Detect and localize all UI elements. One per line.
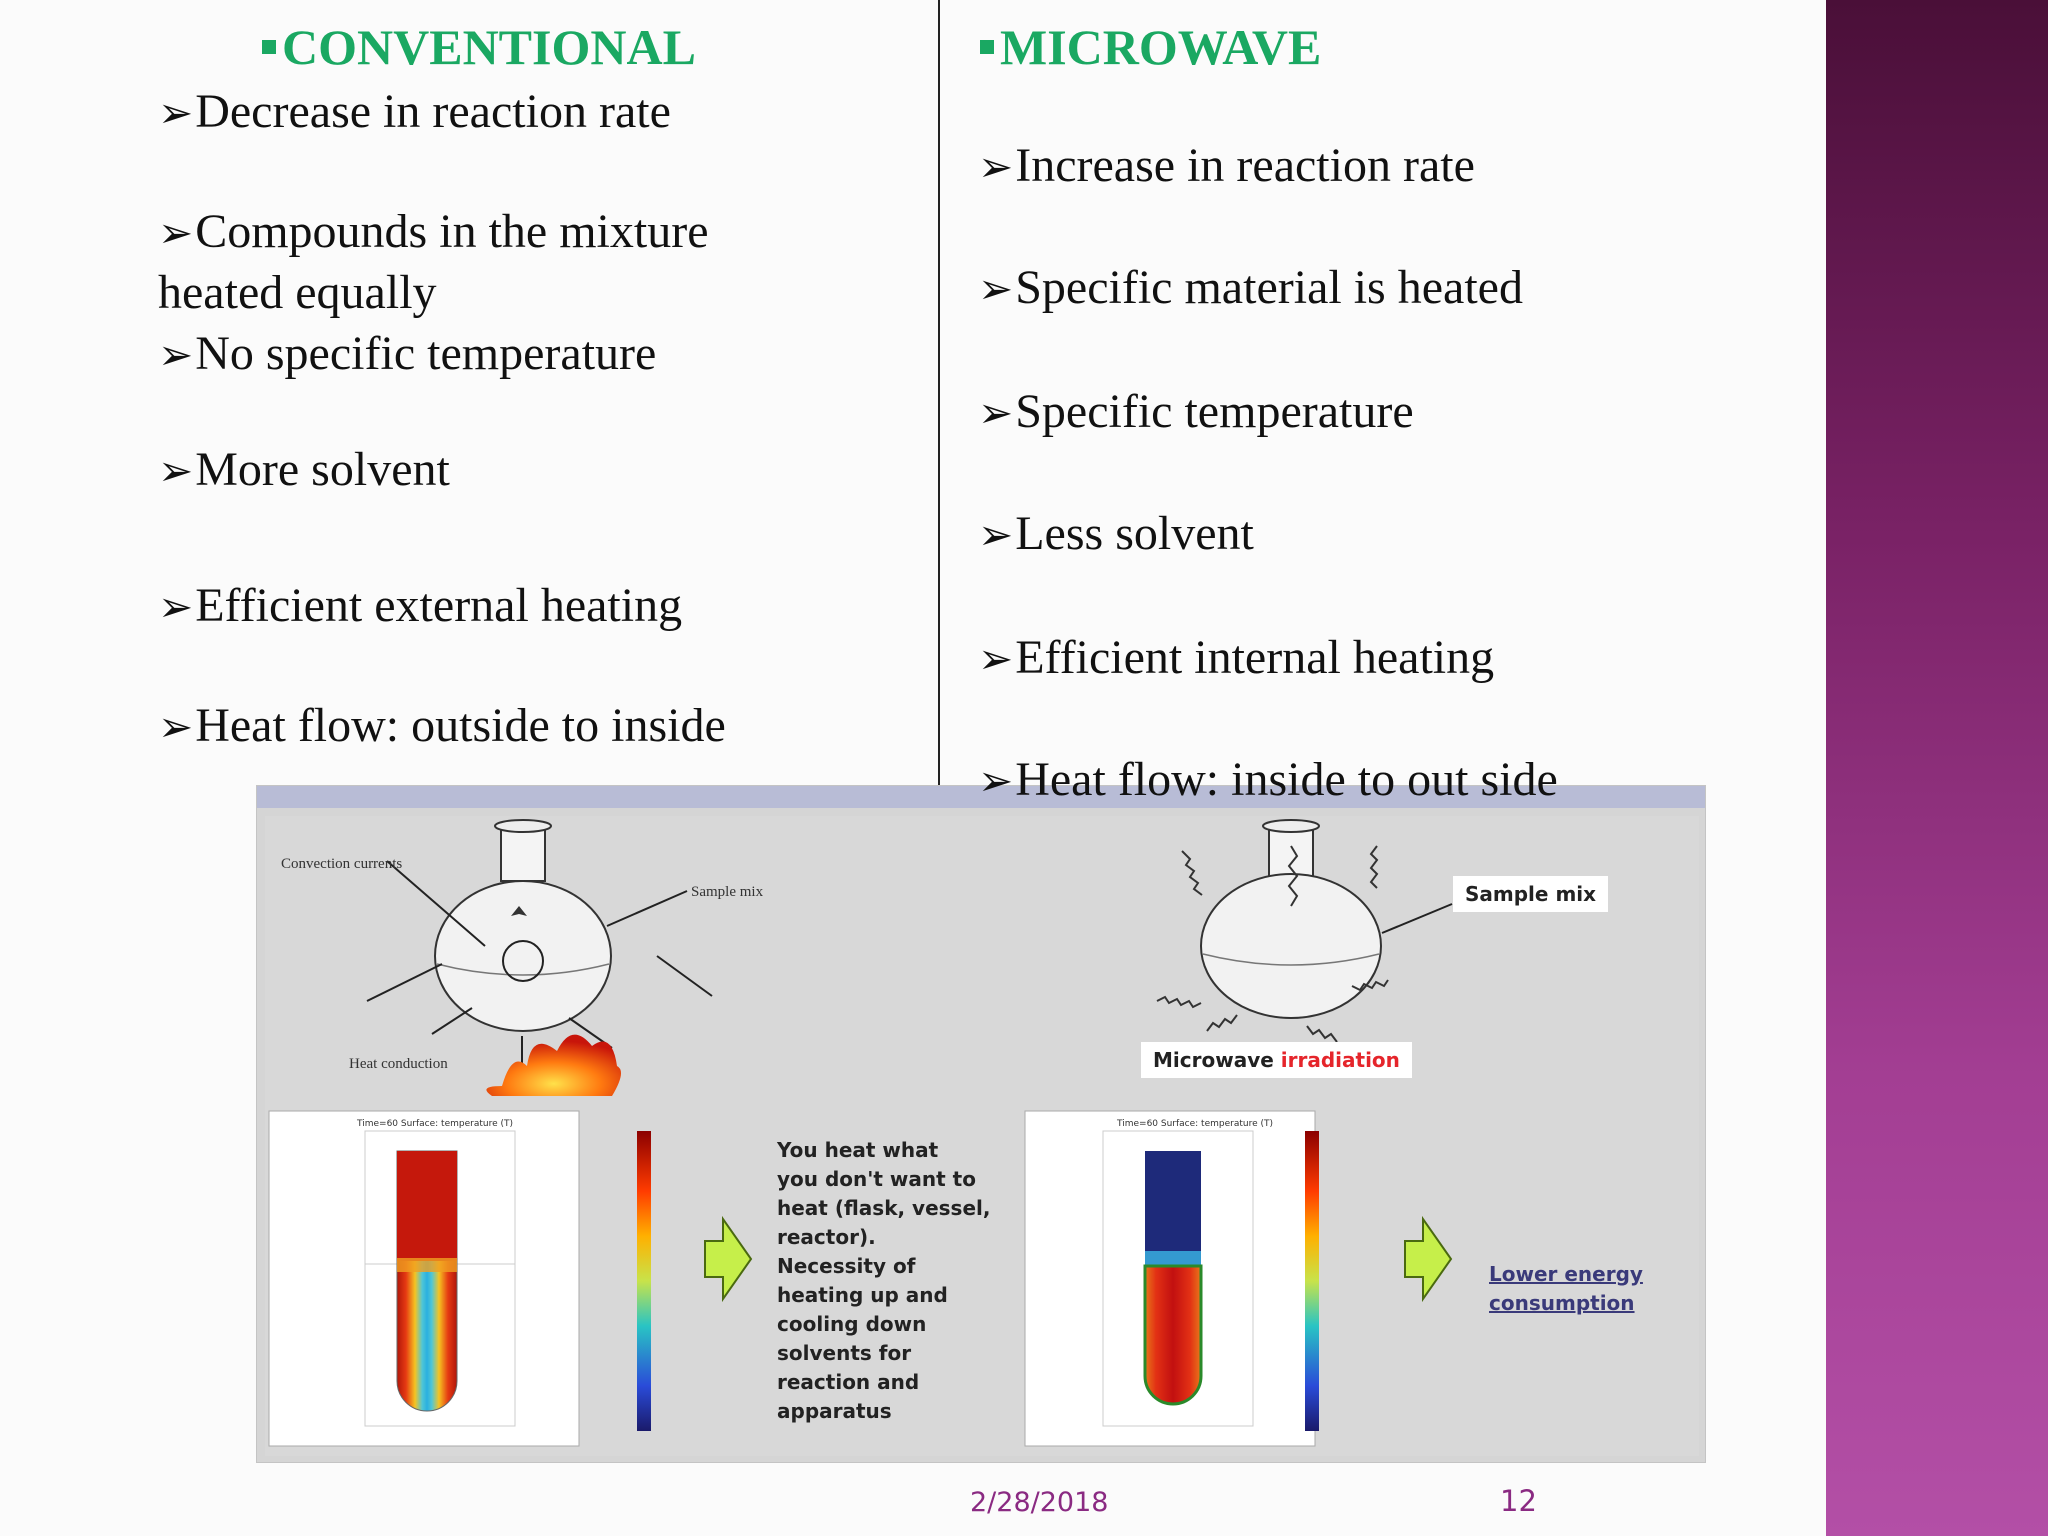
microwave-irradiation-label: Microwave irradiation: [1141, 1042, 1412, 1078]
note-line: You heat what: [777, 1138, 939, 1162]
note-text: You heat what you don't want to heat (fl…: [777, 1136, 1027, 1426]
arrow-bullet-icon: ➢: [978, 634, 1014, 683]
right-bullet-6-text: Heat flow: inside to out side: [1015, 753, 1558, 806]
heading-microwave: MICROWAVE: [980, 22, 1321, 72]
conventional-sample-label: Sample mix: [691, 884, 764, 900]
plot-right: Time=60 Surface: temperature (T): [1024, 1110, 1319, 1447]
decorative-side-band: [1826, 0, 2048, 1536]
right-bullet-6: ➢Heat flow: inside to out side: [978, 750, 1558, 811]
square-bullet-icon: [262, 40, 276, 54]
colorbar-right: [1305, 1131, 1319, 1431]
column-divider: [938, 0, 940, 785]
microwave-tube-bottom: [1143, 1264, 1203, 1406]
arrow-bullet-icon: ➢: [978, 756, 1014, 805]
right-bullet-1: ➢Increase in reaction rate: [978, 136, 1475, 197]
note-line: apparatus: [777, 1399, 892, 1423]
note-line: solvents for: [777, 1341, 912, 1365]
heading-conventional-text: CONVENTIONAL: [282, 19, 696, 75]
left-bullet-6: ➢Heat flow: outside to inside: [158, 696, 726, 757]
figure-drawing: Time=60 Surface: temperature (T) Time=60…: [265, 816, 1699, 1456]
arrow-bullet-icon: ➢: [158, 702, 194, 751]
arrow-bullet-icon: ➢: [158, 582, 194, 631]
note-line: you don't want to: [777, 1167, 976, 1191]
left-bullet-1: ➢Decrease in reaction rate: [158, 82, 671, 143]
left-bullet-5: ➢Efficient external heating: [158, 576, 682, 637]
microwave-sample-label: Sample mix: [1453, 876, 1609, 912]
arrow-bullet-icon: ➢: [978, 264, 1014, 313]
lower-energy-label: Lower energy consumption: [1489, 1262, 1643, 1315]
arrow-bullet-icon: ➢: [978, 510, 1014, 559]
square-bullet-icon: [980, 40, 994, 54]
right-bullet-5-text: Efficient internal heating: [1015, 631, 1495, 684]
microwave-flask-icon: [1200, 819, 1382, 1019]
note-line: heat (flask, vessel,: [777, 1196, 991, 1220]
right-bullet-1-text: Increase in reaction rate: [1015, 139, 1475, 192]
convection-label: Convection currents: [281, 856, 403, 872]
note-line: heating up and: [777, 1283, 948, 1307]
conventional-flask-icon: [434, 819, 612, 1032]
colorbar-left: [637, 1131, 651, 1431]
slide-number: 12: [1500, 1484, 1537, 1518]
figure-top-bar: [257, 786, 1705, 808]
arrow-bullet-icon: ➢: [158, 446, 194, 495]
arrow-bullet-icon: ➢: [978, 388, 1014, 437]
heading-conventional: CONVENTIONAL: [262, 22, 696, 72]
plot-right-title: Time=60 Surface: temperature (T): [1116, 1119, 1273, 1129]
plot-left-title: Time=60 Surface: temperature (T): [356, 1119, 513, 1129]
note-line: reaction and: [777, 1370, 920, 1394]
right-bullet-3: ➢Specific temperature: [978, 382, 1414, 443]
left-bullet-2: ➢Compounds in the mixture heated equally: [158, 202, 709, 323]
flame-icon: [486, 1034, 621, 1096]
arrow-bullet-icon: ➢: [978, 142, 1014, 191]
right-bullet-2: ➢Specific material is heated: [978, 258, 1523, 319]
right-bullet-4: ➢Less solvent: [978, 504, 1254, 565]
note-line: reactor).: [777, 1225, 876, 1249]
left-bullet-4-text: More solvent: [195, 443, 450, 496]
microwave-tube-top: [1145, 1151, 1201, 1266]
left-bullet-4: ➢More solvent: [158, 440, 450, 501]
heat-conduction-label: Heat conduction: [349, 1056, 448, 1072]
right-bullet-5: ➢Efficient internal heating: [978, 628, 1494, 689]
heating-comparison-figure: Time=60 Surface: temperature (T) Time=60…: [256, 785, 1706, 1463]
irradiation-word-1: Microwave: [1153, 1048, 1274, 1072]
microwave-wave-lines: [1156, 845, 1389, 1043]
left-bullet-5-text: Efficient external heating: [195, 579, 683, 632]
right-arrow-icon: [1404, 1215, 1453, 1303]
left-bullet-3-text: No specific temperature: [195, 327, 657, 380]
left-bullet-3: ➢No specific temperature: [158, 324, 656, 385]
right-bullet-2-text: Specific material is heated: [1015, 261, 1523, 314]
irradiation-word-2: irradiation: [1280, 1048, 1400, 1072]
sample-arrow: [1381, 903, 1453, 934]
arrow-bullet-icon: ➢: [158, 208, 194, 257]
right-bullet-4-text: Less solvent: [1015, 507, 1254, 560]
right-arrow-icon: [704, 1215, 753, 1303]
right-bullet-3-text: Specific temperature: [1015, 385, 1414, 438]
arrow-bullet-icon: ➢: [158, 330, 194, 379]
left-bullet-2-text-line1: Compounds in the mixture: [195, 205, 709, 258]
left-bullet-6-text: Heat flow: outside to inside: [195, 699, 726, 752]
arrow-bullet-icon: ➢: [158, 88, 194, 137]
heading-microwave-text: MICROWAVE: [1000, 19, 1322, 75]
left-bullet-1-text: Decrease in reaction rate: [195, 85, 671, 138]
plot-left: Time=60 Surface: temperature (T): [268, 1110, 651, 1447]
left-bullet-2-text-line2: heated equally: [158, 266, 437, 319]
note-line: Necessity of: [777, 1254, 916, 1278]
footer-date: 2/28/2018: [970, 1487, 1109, 1518]
note-line: cooling down: [777, 1312, 927, 1336]
